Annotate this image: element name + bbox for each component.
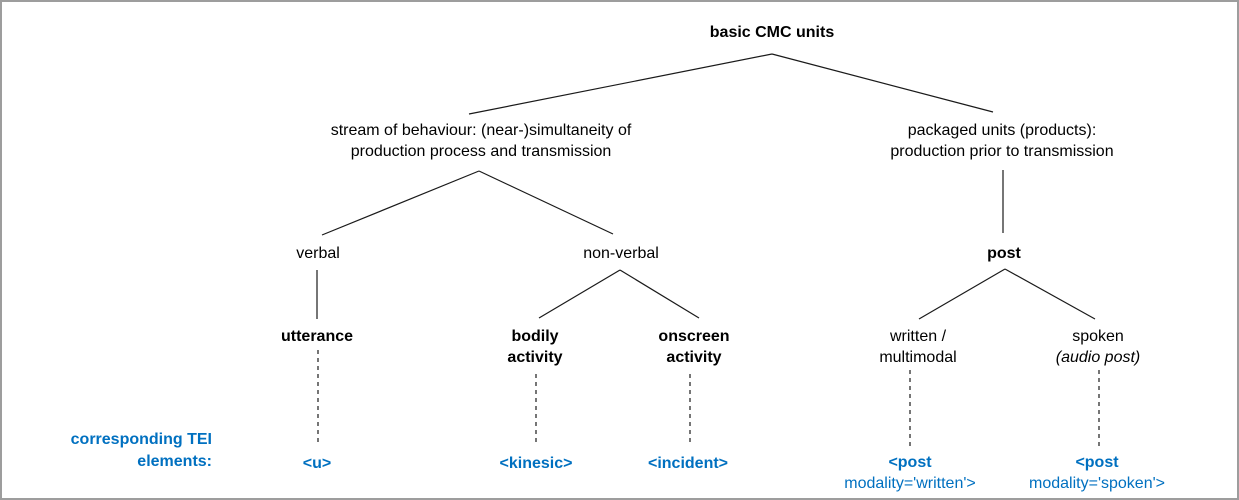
node-written-multimodal: written / multimodal: [879, 326, 956, 368]
node-basic-cmc-units: basic CMC units: [709, 24, 835, 41]
node-post: post: [987, 245, 1021, 262]
tei-element-post-spoken: <post modality='spoken'>: [1029, 452, 1165, 494]
packaged-line2: production prior to transmission: [890, 143, 1114, 160]
tei-element-kinesic: <kinesic>: [499, 455, 573, 472]
post-spoken-line2: modality='spoken'>: [1029, 475, 1165, 492]
tei-caption-line2: elements:: [137, 453, 212, 470]
edge-stream-to-verbal: [321, 170, 480, 236]
node-bodily-activity: bodily activity: [507, 326, 562, 368]
onscreen-line1: onscreen: [658, 328, 730, 345]
edge-post-to-written: [918, 268, 1006, 320]
edge-root-to-packaged: [771, 53, 994, 113]
post-written-line2: modality='written'>: [844, 475, 976, 492]
tei-element-incident: <incident>: [647, 455, 729, 472]
node-stream-of-behaviour: stream of behaviour: (near-)simultaneity…: [331, 120, 632, 162]
tei-caption: corresponding TEI elements:: [40, 429, 212, 473]
bodily-line1: bodily: [511, 328, 559, 345]
node-packaged-units: packaged units (products): production pr…: [890, 120, 1113, 162]
node-non-verbal: non-verbal: [583, 245, 659, 262]
edge-root-to-stream: [468, 53, 773, 115]
spoken-line1: spoken: [1072, 328, 1124, 345]
bodily-line2: activity: [507, 349, 563, 366]
node-spoken-audio-post: spoken (audio post): [1056, 326, 1141, 368]
stream-line2: production process and transmission: [350, 143, 612, 160]
tei-caption-line1: corresponding TEI: [70, 431, 212, 448]
packaged-line1: packaged units (products):: [907, 122, 1097, 139]
written-line1: written /: [889, 328, 947, 345]
onscreen-line2: activity: [666, 349, 722, 366]
post-spoken-line1: <post: [1075, 454, 1119, 471]
edge-nonverbal-to-bodily: [538, 269, 621, 319]
tei-element-post-written: <post modality='written'>: [844, 452, 976, 494]
node-verbal: verbal: [296, 245, 340, 262]
edge-post-to-spoken: [1004, 268, 1096, 320]
written-line2: multimodal: [879, 349, 957, 366]
node-onscreen-activity: onscreen activity: [658, 326, 729, 368]
edge-nonverbal-to-onscreen: [619, 269, 700, 319]
node-utterance: utterance: [280, 328, 354, 345]
spoken-line2: (audio post): [1055, 349, 1141, 366]
tei-element-u: <u>: [302, 455, 332, 472]
edge-stream-to-nonverbal: [478, 170, 614, 235]
stream-line1: stream of behaviour: (near-)simultaneity…: [330, 122, 632, 139]
post-written-line1: <post: [888, 454, 932, 471]
